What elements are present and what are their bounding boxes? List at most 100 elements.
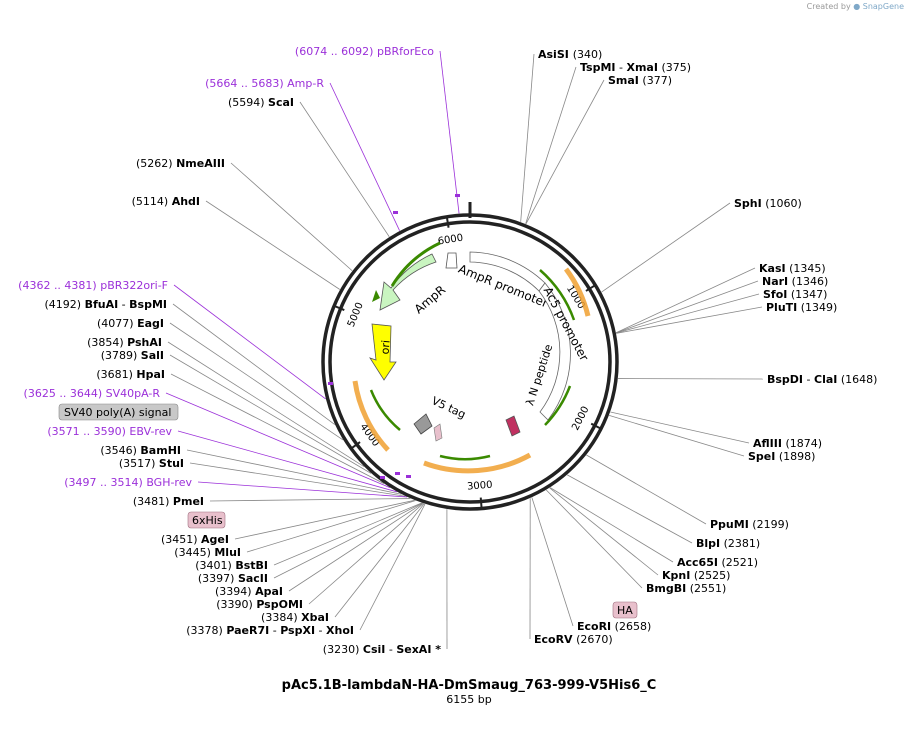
- leader-lines: [165, 50, 764, 650]
- leader-line: [273, 502, 422, 566]
- left-label-12: (3571 .. 3590) EBV-rev: [47, 425, 172, 438]
- right-label-8: BspDI - ClaI (1648): [767, 373, 877, 386]
- leader-line: [167, 341, 365, 467]
- leader-line: [567, 474, 693, 544]
- right-label-0: AsiSI (340): [538, 48, 602, 61]
- leader-line: [172, 303, 335, 425]
- feature-ampr[interactable]: AmpR: [372, 241, 458, 317]
- left-label-25: (3230) CsiI - SexAI *: [323, 643, 441, 656]
- ha-label: HA: [617, 604, 633, 617]
- right-label-15: BmgBI (2551): [646, 582, 726, 595]
- leader-line: [586, 454, 707, 525]
- credit: Created by ● SnapGene: [807, 2, 904, 11]
- feature-v5-tag[interactable]: V5 tag: [413, 394, 468, 442]
- leader-line: [525, 79, 605, 225]
- left-label-0: (6074 .. 6092) pBRforEco: [295, 45, 434, 58]
- plasmid-name: pAc5.1B-lambdaN-HA-DmSmaug_763-999-V5His…: [282, 678, 657, 693]
- feature-ampr-promoter[interactable]: AmpR promoter: [456, 251, 550, 310]
- snapgene-logo-icon: ●: [853, 2, 861, 11]
- tick-mark: [446, 217, 450, 228]
- left-label-11: (3625 .. 3644) SV40pA-R: [24, 387, 161, 400]
- right-labels: AsiSI (340)TspMI - XmaI (375)SmaI (377)S…: [534, 48, 877, 646]
- leader-line: [169, 322, 344, 441]
- feature-v5-tag-label: V5 tag: [430, 394, 468, 421]
- leader-line: [520, 53, 535, 222]
- leader-line: [601, 202, 731, 293]
- left-label-9: (3789) SalI: [101, 349, 164, 362]
- leader-line: [334, 503, 425, 618]
- left-label-6: (4192) BfuAI - BspMI: [44, 298, 167, 311]
- leader-line: [610, 411, 750, 444]
- backbone-inner: [328, 220, 612, 504]
- left-label-16: (3481) PmeI: [133, 495, 204, 508]
- left-label-17: (3451) AgeI: [161, 533, 229, 546]
- left-label-22: (3390) PspOMI: [216, 598, 303, 611]
- left-label-2: (5594) ScaI: [228, 96, 294, 109]
- primer-markers: [328, 194, 460, 479]
- right-label-11: PpuMI (2199): [710, 518, 789, 531]
- left-label-21: (3394) ApaI: [215, 585, 283, 598]
- right-label-10: SpeI (1898): [748, 450, 815, 463]
- left-label-19: (3401) BstBI: [195, 559, 268, 572]
- boxed-sv40-polya[interactable]: SV40 poly(A) signal: [58, 403, 179, 421]
- left-label-24: (3378) PaeR7I - PspXI - XhoI: [186, 624, 354, 637]
- leader-line: [165, 392, 390, 488]
- leader-line: [525, 66, 577, 224]
- leader-line: [531, 497, 574, 627]
- boxed-ha[interactable]: HA: [612, 601, 638, 619]
- leader-line: [189, 462, 406, 497]
- leader-line: [549, 487, 659, 576]
- left-label-5: (4362 .. 4381) pBR322ori-F: [18, 279, 168, 292]
- left-label-15: (3497 .. 3514) BGH-rev: [64, 476, 192, 489]
- tick-label: 6000: [437, 233, 464, 248]
- right-label-5: NarI (1346): [762, 275, 828, 288]
- tick-mark: [590, 422, 601, 430]
- leader-line: [616, 306, 763, 334]
- left-label-20: (3397) SacII: [198, 572, 268, 585]
- left-label-7: (4077) EagI: [97, 317, 164, 330]
- feature-ampr-label: AmpR: [412, 283, 448, 317]
- feature-ori[interactable]: ori: [369, 323, 397, 381]
- sv40-polya-label: SV40 poly(A) signal: [64, 406, 171, 419]
- leader-line: [439, 50, 460, 214]
- left-label-8: (3854) PshAI: [87, 336, 162, 349]
- right-label-6: SfoI (1347): [763, 288, 827, 301]
- credit-brand: SnapGene: [862, 2, 904, 11]
- right-label-9: AflIII (1874): [753, 437, 822, 450]
- left-label-3: (5262) NmeAIII: [136, 157, 225, 170]
- leader-line: [209, 498, 411, 502]
- left-label-23: (3384) XbaI: [261, 611, 329, 624]
- leader-line: [615, 267, 756, 334]
- right-label-3: SphI (1060): [734, 197, 802, 210]
- leader-line: [169, 354, 372, 474]
- left-label-4: (5114) AhdI: [132, 195, 200, 208]
- right-label-14: KpnI (2525): [662, 569, 730, 582]
- tick-mark: [351, 441, 361, 449]
- leader-line: [615, 280, 759, 334]
- leader-line: [205, 200, 341, 290]
- right-label-12: BlpI (2381): [696, 537, 760, 550]
- right-label-7: PluTI (1349): [766, 301, 837, 314]
- leader-line: [170, 373, 385, 484]
- leader-line: [177, 430, 397, 493]
- right-label-13: Acc65I (2521): [677, 556, 758, 569]
- right-label-16: EcoRI (2658): [577, 620, 651, 633]
- credit-prefix: Created by: [806, 2, 851, 11]
- leader-line: [234, 499, 415, 540]
- tick-mark: [479, 497, 483, 508]
- leader-line: [197, 481, 408, 498]
- leader-line: [608, 415, 745, 457]
- leader-line: [230, 162, 353, 272]
- leader-line: [359, 503, 426, 631]
- leader-line: [329, 82, 400, 231]
- boxed-6xhis[interactable]: 6xHis: [187, 511, 226, 529]
- right-label-4: KasI (1345): [759, 262, 826, 275]
- feature-ori-label: ori: [378, 339, 392, 354]
- left-label-18: (3445) MluI: [174, 546, 241, 559]
- tick-mark: [585, 284, 595, 292]
- tick-label: 5000: [346, 301, 366, 329]
- leader-line: [186, 449, 402, 495]
- right-label-17: EcoRV (2670): [534, 633, 613, 646]
- tick-label: 3000: [467, 480, 493, 493]
